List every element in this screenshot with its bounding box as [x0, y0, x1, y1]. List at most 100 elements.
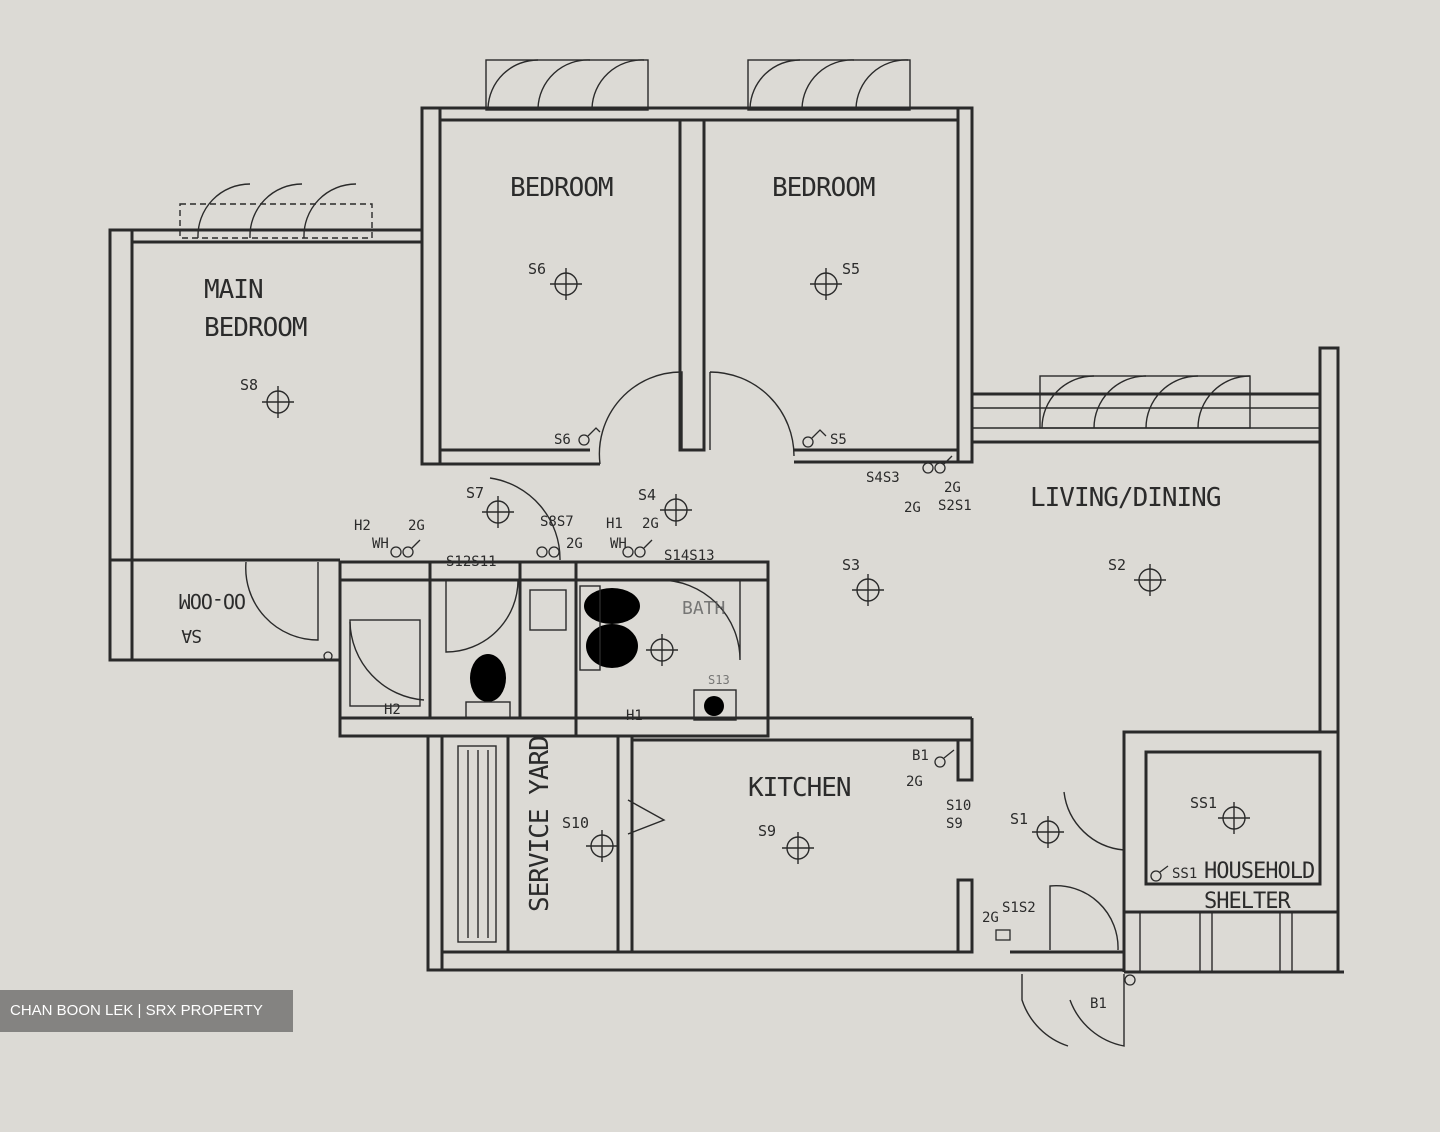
watermark: CHAN BOON LEK | SRX PROPERTY	[0, 990, 293, 1032]
shelter-label: SHELTER	[1204, 889, 1291, 914]
light-point-bath	[646, 634, 678, 666]
toilet-cistern-1	[465, 701, 511, 719]
household-label: HOUSEHOLD	[1204, 859, 1314, 884]
light-point-s3	[852, 574, 884, 606]
switch-label-s5: S5	[830, 432, 847, 448]
light-point-s6	[550, 268, 582, 300]
bedroom-2-label: BEDROOM	[772, 173, 875, 203]
door-gate	[1021, 974, 1069, 1047]
label-s7: S7	[466, 484, 484, 502]
door-storage	[245, 561, 319, 641]
kitchen-east-wall-lower	[956, 878, 974, 954]
living-east-wall	[1318, 346, 1340, 734]
clothes-rack	[457, 745, 497, 943]
toilet-bowl-2	[584, 588, 640, 624]
room-labels: MAIN BEDROOM BEDROOM BEDROOM LIVING/DINI…	[179, 173, 1315, 914]
label-s1: S1	[1010, 810, 1028, 828]
label-s3: S3	[842, 556, 860, 574]
light-point-s8	[262, 386, 294, 418]
label-s10: S10	[562, 814, 589, 832]
toilet-cistern-2	[579, 585, 601, 671]
walls	[108, 106, 1344, 974]
door-bedroom-2	[709, 371, 795, 457]
switch-label-b1-entry: B1	[1090, 996, 1107, 1012]
light-point-s2	[1134, 564, 1166, 596]
switch-label-ss1: SS1	[1172, 866, 1197, 882]
fixtures	[349, 585, 737, 721]
switch-label-wh-right: WH	[610, 536, 627, 552]
door-common-bath	[659, 579, 741, 661]
label-s2: S2	[1108, 556, 1126, 574]
switch-label-s6: S6	[554, 432, 571, 448]
bedroom-1-label: BEDROOM	[510, 173, 613, 203]
main-bedroom-west-wall	[108, 228, 134, 662]
light-points	[262, 268, 1250, 864]
main-bedroom-label-line1: MAIN	[204, 275, 263, 305]
switch-label-s9-kitchen: S9	[946, 816, 963, 832]
light-point-s10	[586, 830, 618, 862]
main-bedroom-label-line2: BEDROOM	[204, 313, 307, 343]
switch-label-2g-h2: 2G	[408, 518, 425, 534]
point-labels: S8 S6 S5 S7 S4 S3 S2 S10 S9 S1 SS1	[240, 260, 1217, 840]
bedroom-2-east-wall	[956, 106, 974, 464]
bedroom-1-west-wall	[420, 106, 442, 466]
kitchen-east-wall-upper	[956, 738, 974, 782]
switch-label-h1-bottom: H1	[626, 708, 643, 724]
shower-tray	[349, 619, 421, 707]
switch-label-b1-kitchen: B1	[912, 748, 929, 764]
kitchen-label: KITCHEN	[748, 773, 851, 803]
door-bath-1	[489, 477, 561, 561]
switch-label-s2s1: S2S1	[938, 498, 972, 514]
switch-label-2g-h1: 2G	[642, 516, 659, 532]
light-point-s5	[810, 268, 842, 300]
bedroom-partition-wall	[678, 118, 706, 452]
switch-label-s12s11: S12S11	[446, 554, 497, 570]
label-s6: S6	[528, 260, 546, 278]
switch-label-2g-kitchen: 2G	[906, 774, 923, 790]
light-point-s7	[482, 496, 514, 528]
switch-label-2g-entry: 2G	[982, 910, 999, 926]
switch-label-s1s2: S1S2	[1002, 900, 1036, 916]
light-point-s9	[782, 832, 814, 864]
window-main-bedroom	[179, 203, 373, 239]
switch-label-2g-right: 2G	[944, 480, 961, 496]
label-ss1: SS1	[1190, 794, 1217, 812]
toilet-bowl-1	[470, 654, 506, 702]
living-dining-label: LIVING/DINING	[1030, 483, 1221, 513]
door-shower	[349, 621, 425, 701]
storage-label: OO-OOM	[179, 589, 246, 613]
storage-sub-label: SA	[181, 625, 202, 646]
door-main-entry	[1049, 885, 1119, 951]
light-point-s4	[660, 494, 692, 526]
basin-1	[529, 589, 567, 631]
bathrooms-block	[338, 560, 770, 738]
label-s8: S8	[240, 376, 258, 394]
yard-door-leaf	[627, 799, 666, 835]
switch-symbols	[323, 427, 1169, 986]
switch-label-s10-kitchen: S10	[946, 798, 971, 814]
bath-label: BATH	[682, 598, 725, 619]
switch-label-s4s3: S4S3	[866, 470, 900, 486]
switch-label-s13-faint: S13	[708, 673, 730, 687]
light-point-s1	[1032, 816, 1064, 848]
door-gate-2	[1069, 974, 1125, 1047]
switch-labels: S6 S5 S4S3 2G 2G S2S1 H2 WH 2G S8S7 2G H…	[354, 432, 1197, 1012]
switch-label-h2-top: H2	[354, 518, 371, 534]
door-shelter	[1063, 791, 1125, 851]
label-s4: S4	[638, 486, 656, 504]
door-bedroom-1	[598, 371, 683, 465]
switch-label-2g-left: 2G	[904, 500, 921, 516]
door-bath-2	[445, 579, 519, 653]
window-bedroom-2	[747, 59, 911, 111]
switch-label-h2-bottom: H2	[384, 702, 401, 718]
toilet-bowl-3	[586, 624, 638, 668]
service-yard-west-wall	[426, 734, 444, 972]
label-s5: S5	[842, 260, 860, 278]
label-s9: S9	[758, 822, 776, 840]
switch-label-h1-top: H1	[606, 516, 623, 532]
service-yard-label: SERVICE YARD	[525, 736, 555, 912]
basin-2	[693, 689, 737, 721]
switch-label-s14s13: S14S13	[664, 548, 715, 564]
doors	[245, 371, 1125, 1047]
